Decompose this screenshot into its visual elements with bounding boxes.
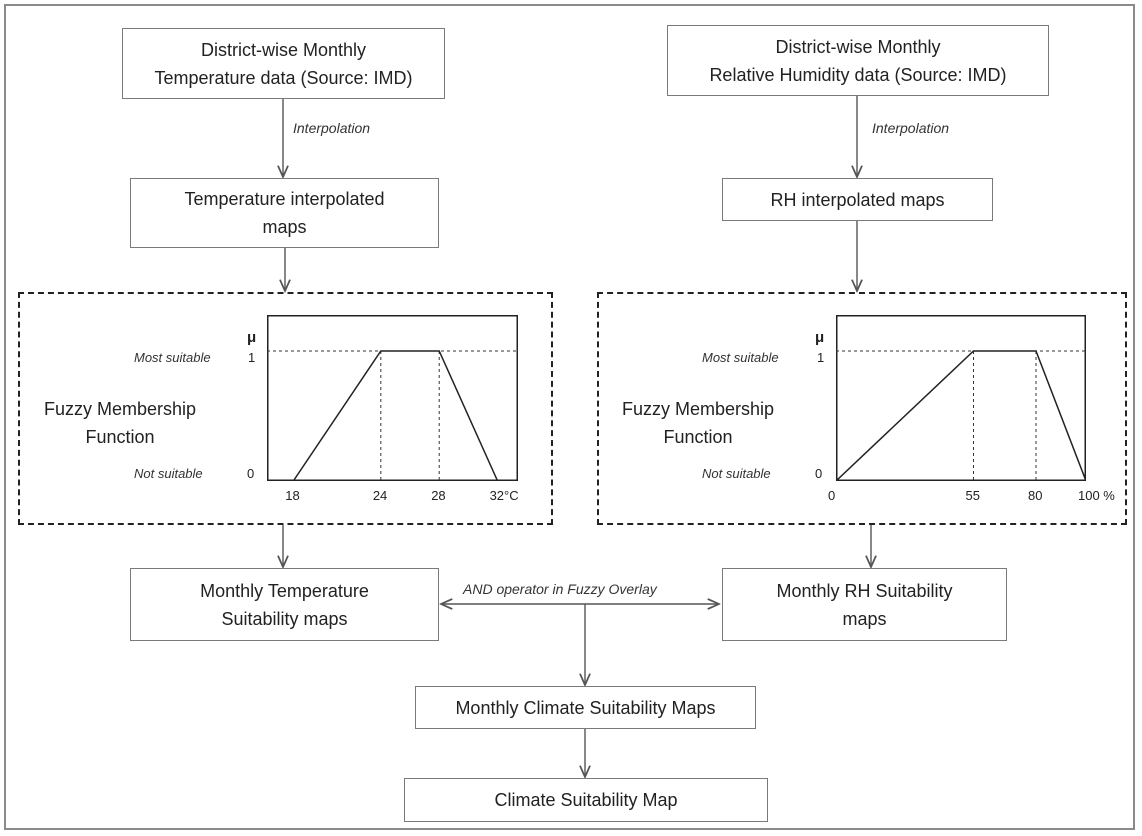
temperature-maps-box: Temperature interpolated maps: [130, 178, 439, 248]
temperature-membership-plot: [267, 315, 518, 481]
humidity-y-zero: 0: [815, 466, 823, 481]
humidity-suitability-box: Monthly RH Suitability maps: [722, 568, 1007, 641]
humidity-plot-border: [836, 315, 1086, 481]
interpolation-label-left: Interpolation: [293, 120, 371, 136]
humidity-maps-box: RH interpolated maps: [722, 178, 993, 221]
humidity-y-one: 1: [817, 350, 825, 365]
humidity-not-suitable-label: Not suitable: [702, 466, 771, 481]
humidity-most-suitable-label: Most suitable: [702, 350, 779, 365]
humidity-x-tick-0: 0: [828, 488, 836, 503]
humidity-mu-symbol: μ: [815, 329, 825, 346]
humidity-membership-curve: [836, 350, 1086, 481]
humidity-membership-plot: [836, 315, 1086, 481]
temperature-y-one: 1: [248, 350, 256, 365]
temperature-x-tick-2: 28: [431, 488, 446, 503]
humidity-panel-title: Fuzzy Membership Function: [621, 399, 775, 447]
and-operator-label: AND operator in Fuzzy Overlay: [463, 581, 657, 597]
temperature-plot-border: [267, 315, 518, 481]
temperature-y-zero: 0: [247, 466, 255, 481]
temperature-mu-symbol: μ: [247, 329, 257, 346]
temperature-x-tick-1: 24: [372, 488, 388, 503]
temperature-fuzzy-panel: [18, 292, 553, 525]
temperature-panel-title: Fuzzy Membership Function: [43, 399, 197, 447]
monthly-climate-box: Monthly Climate Suitability Maps: [415, 686, 756, 729]
humidity-x-tick-1: 55: [965, 488, 980, 503]
interpolation-label-right: Interpolation: [872, 120, 950, 136]
temperature-data-box: District-wise Monthly Temperature data (…: [122, 28, 445, 99]
temperature-membership-curve: [292, 350, 499, 481]
humidity-fuzzy-panel: [597, 292, 1127, 525]
climate-suitability-map-box: Climate Suitability Map: [404, 778, 768, 822]
humidity-x-tick-3: 100 %: [1078, 488, 1115, 503]
temperature-not-suitable-label: Not suitable: [134, 466, 203, 481]
temperature-x-tick-0: 18: [285, 488, 300, 503]
humidity-data-box: District-wise Monthly Relative Humidity …: [667, 25, 1049, 96]
temperature-x-tick-3: 32°C: [489, 488, 519, 503]
humidity-x-tick-2: 80: [1028, 488, 1043, 503]
temperature-most-suitable-label: Most suitable: [134, 350, 211, 365]
temperature-suitability-box: Monthly Temperature Suitability maps: [130, 568, 439, 641]
